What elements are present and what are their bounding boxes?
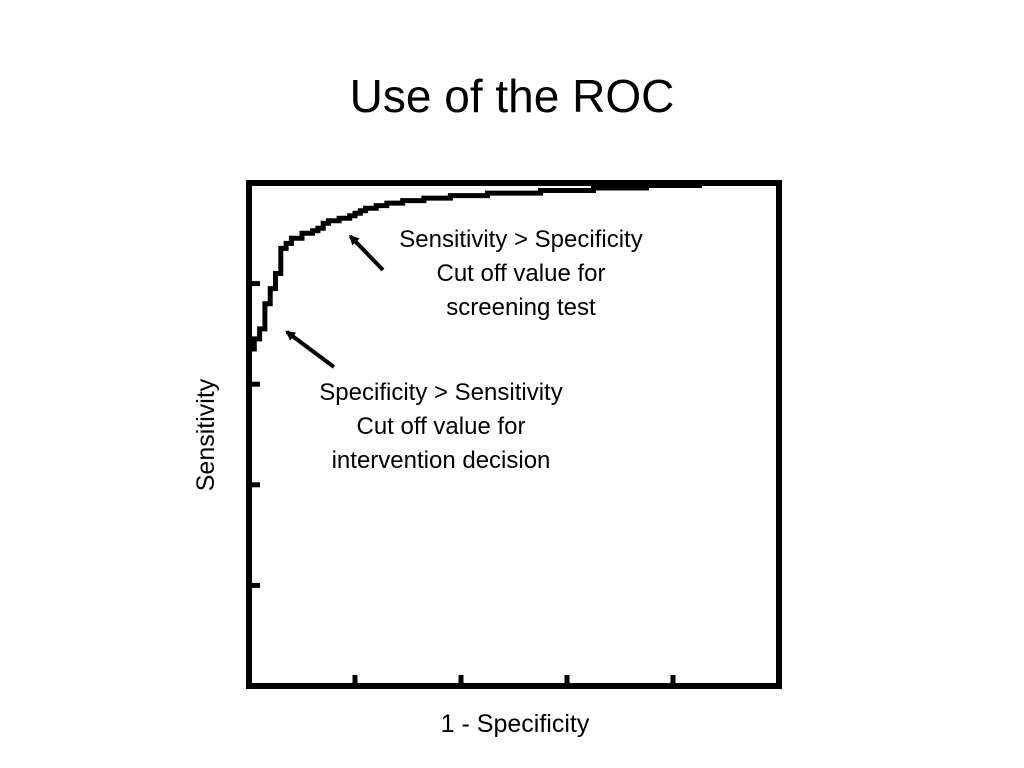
annotation-1-line-1: Cut off value for (357, 413, 526, 440)
annotation-0-line-2: screening test (446, 294, 596, 321)
series-layer (246, 180, 779, 686)
annotation-0-line-1: Cut off value for (437, 260, 606, 287)
annotation-0-line-0: Sensitivity > Specificity (399, 226, 642, 253)
annotation-arrow-0 (348, 234, 385, 272)
x-axis-ticks (352, 675, 676, 686)
x-axis-label: 1 - Specificity (441, 710, 590, 738)
roc-curve-0 (246, 180, 779, 686)
annotation-1-line-0: Specificity > Sensitivity (319, 379, 562, 406)
annotation-arrow-1 (285, 330, 336, 369)
annotation-1-line-2: intervention decision (332, 447, 551, 474)
y-axis-label: Sensitivity (192, 378, 220, 491)
slide-title: Use of the ROC (349, 70, 675, 122)
